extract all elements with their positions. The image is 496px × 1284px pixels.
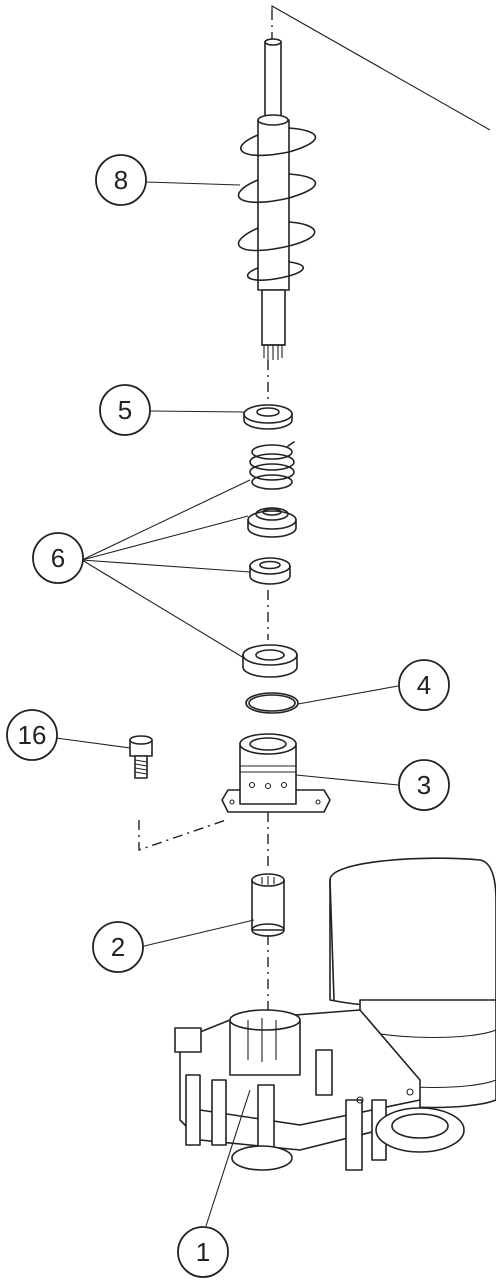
- callout-6-label: 6: [51, 543, 65, 573]
- callout-2-label: 2: [111, 932, 125, 962]
- part-8-shaft: [237, 38, 317, 360]
- bolt-guide-line: [138, 819, 227, 851]
- callout-4: 4: [398, 659, 450, 711]
- callout-2: 2: [92, 921, 144, 973]
- leader-lines: [55, 181, 399, 1227]
- part-3-housing: [221, 733, 331, 813]
- callout-3-label: 3: [417, 770, 431, 800]
- callout-4-label: 4: [417, 670, 431, 700]
- callout-5-label: 5: [118, 395, 132, 425]
- callout-6: 6: [32, 532, 84, 584]
- callout-1: 1: [177, 1226, 229, 1278]
- top-guide-line: [271, 5, 491, 131]
- part-16-bolt: [129, 735, 153, 779]
- callout-5: 5: [99, 384, 151, 436]
- callout-16-label: 16: [18, 720, 47, 750]
- callout-8-label: 8: [114, 165, 128, 195]
- callout-3: 3: [398, 759, 450, 811]
- callout-16: 16: [6, 709, 58, 761]
- part-6-spring: [249, 441, 295, 490]
- part-2-sleeve: [251, 873, 285, 937]
- callout-8: 8: [95, 154, 147, 206]
- callout-1-label: 1: [196, 1237, 210, 1267]
- part-6-cup: [242, 644, 298, 678]
- part-6-seal-ring: [247, 507, 297, 538]
- part-4-o-ring: [245, 692, 299, 714]
- part-1-motor-base: [174, 857, 496, 1171]
- part-5-washer: [243, 404, 293, 430]
- part-6-bushing: [249, 557, 291, 585]
